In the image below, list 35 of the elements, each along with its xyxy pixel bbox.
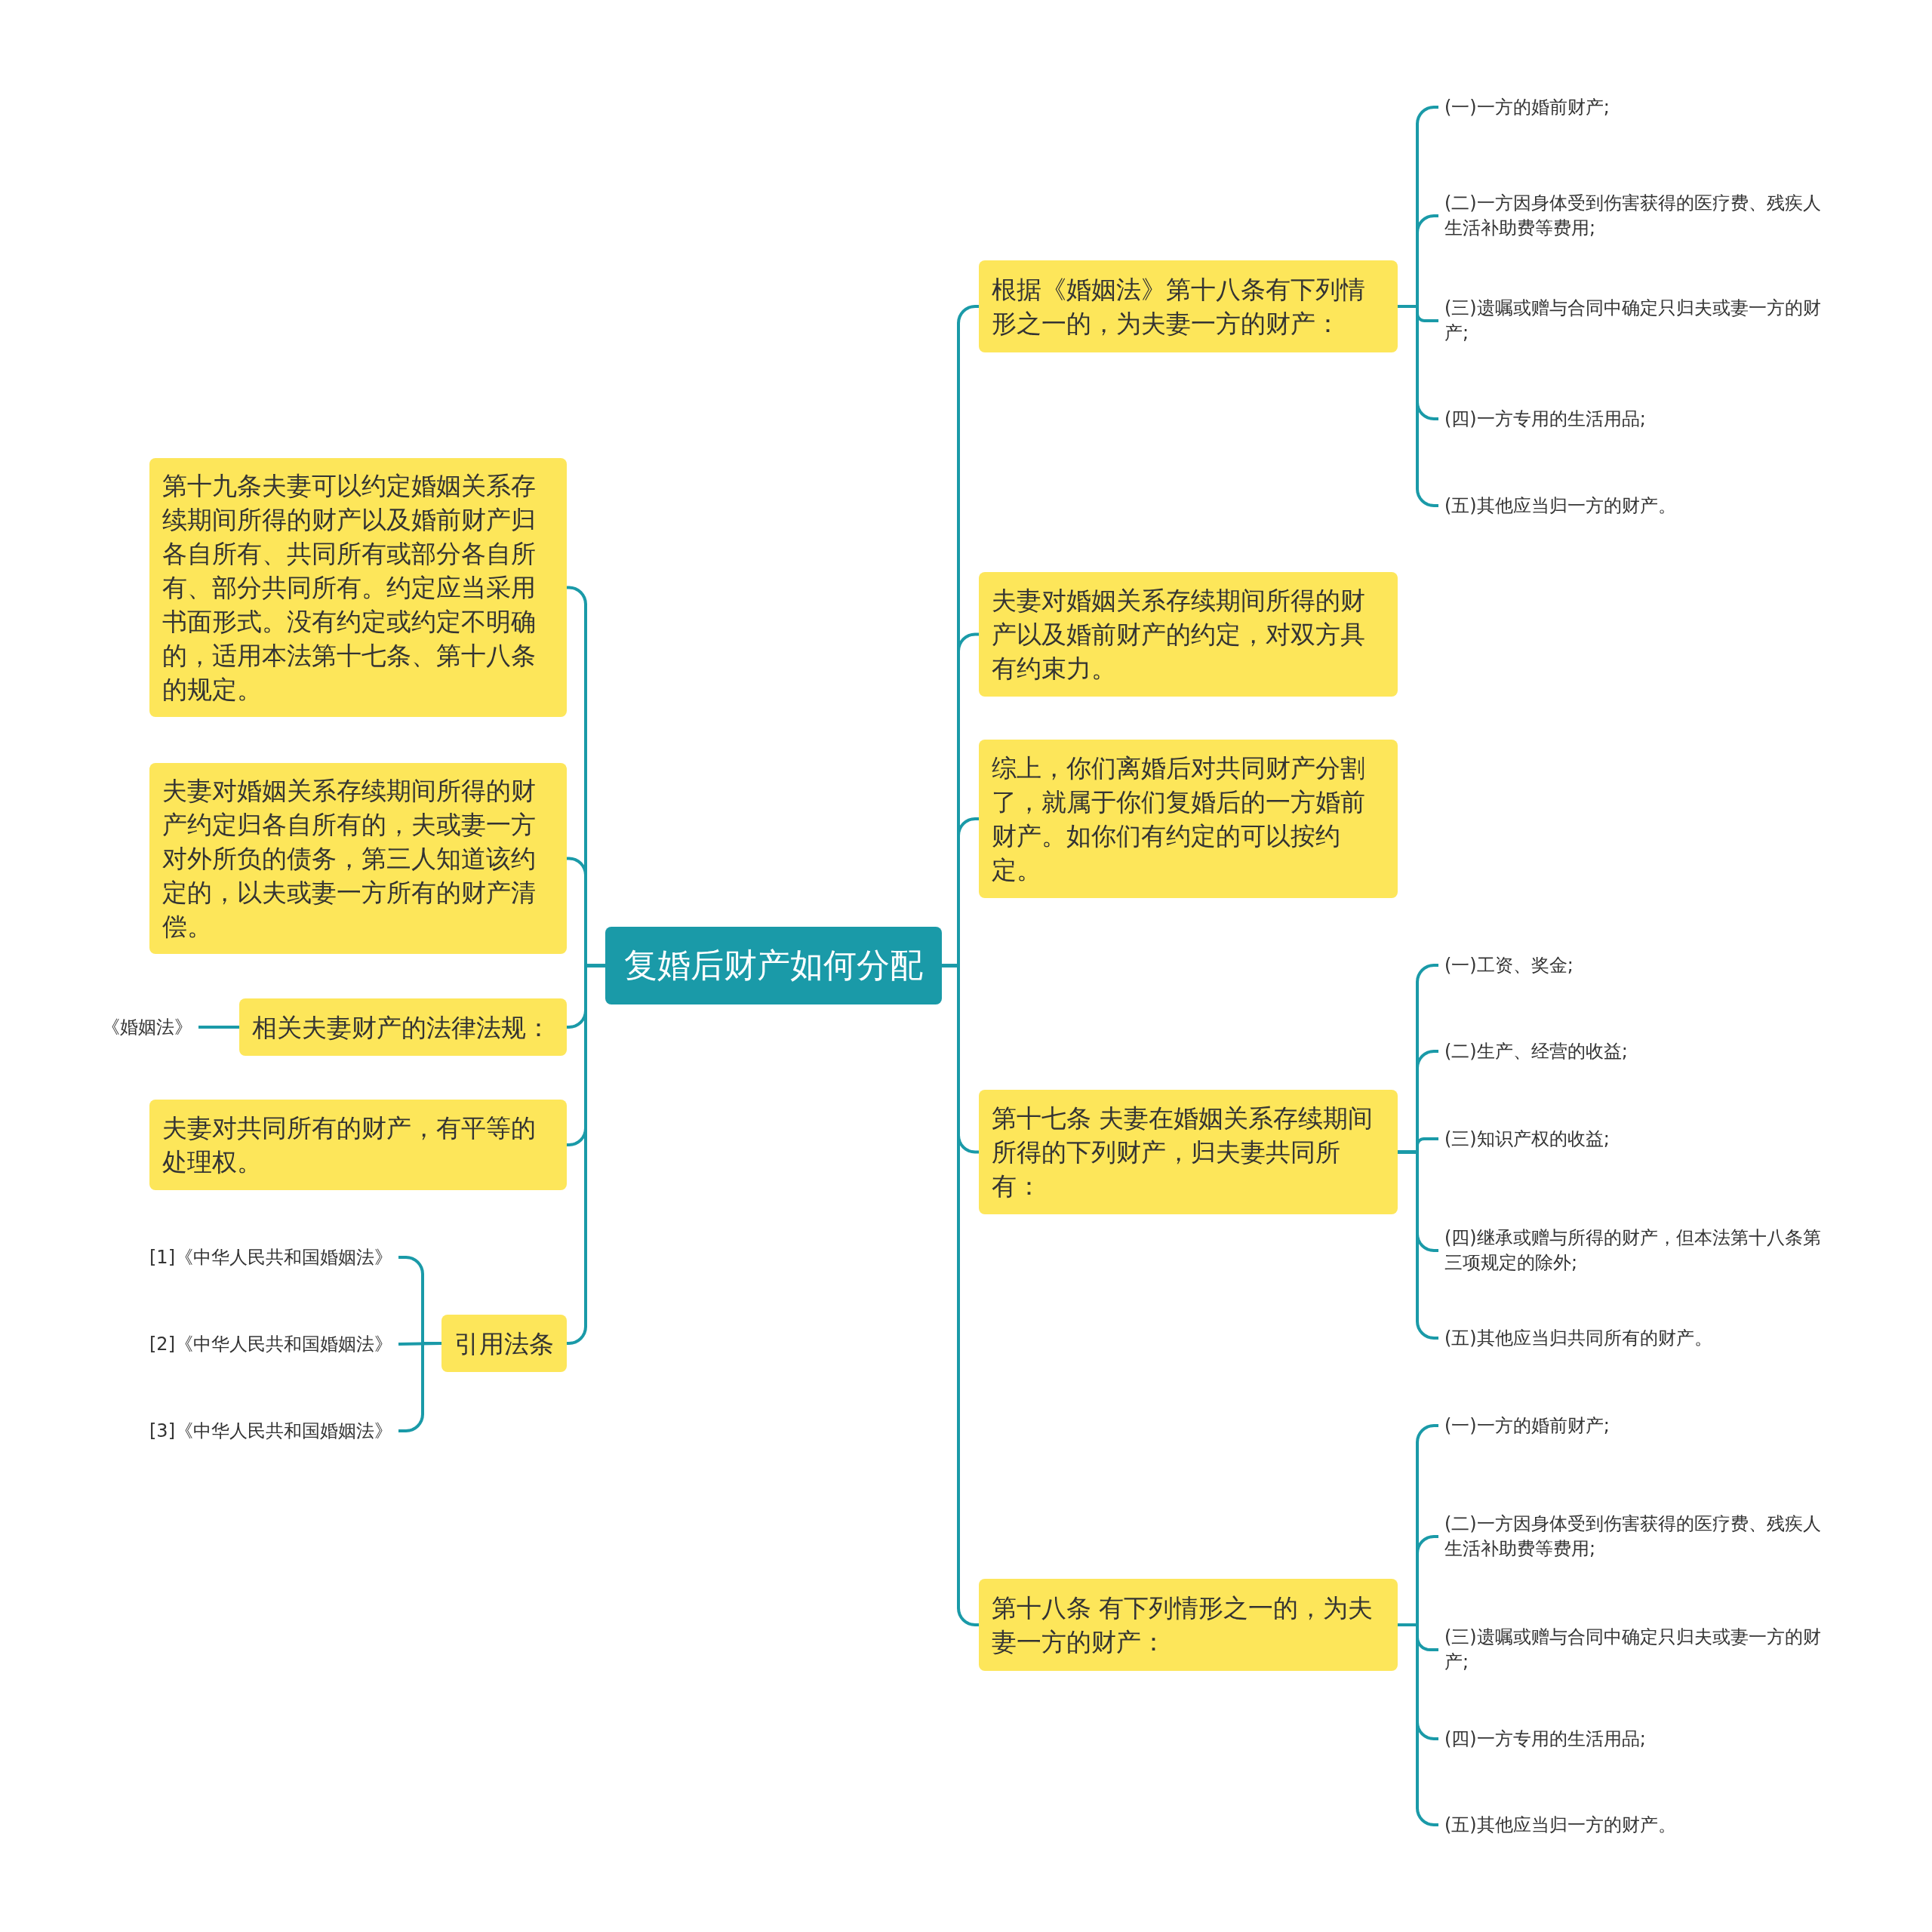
leaf-text: (五)其他应当归一方的财产。 <box>1444 1812 1837 1838</box>
leaf-text: (三)遗嘱或赠与合同中确定只归夫或妻一方的财产; <box>1444 296 1837 346</box>
leaf-text: [2]《中华人民共和国婚姻法》 <box>113 1331 392 1357</box>
connector-line <box>566 964 605 1345</box>
central-topic: 复婚后财产如何分配 <box>605 927 942 1004</box>
topic-box: 第十七条 夫妻在婚姻关系存续期间所得的下列财产，归夫妻共同所有： <box>979 1090 1398 1214</box>
topic-box: 相关夫妻财产的法律法规： <box>239 998 567 1056</box>
leaf-text: (二)一方因身体受到伤害获得的医疗费、残疾人生活补助费等费用; <box>1444 1512 1837 1561</box>
leaf-text: [1]《中华人民共和国婚姻法》 <box>113 1244 392 1270</box>
topic-box: 综上，你们离婚后对共同财产分割了，就属于你们复婚后的一方婚前财产。如你们有约定的可以按约定。 <box>979 740 1398 898</box>
leaf-text: (四)一方专用的生活用品; <box>1444 1726 1837 1752</box>
leaf-text: (一)一方的婚前财产; <box>1444 1413 1837 1438</box>
leaf-text: [3]《中华人民共和国婚姻法》 <box>113 1418 392 1444</box>
topic-box: 引用法条 <box>441 1315 567 1372</box>
leaf-text: (二)一方因身体受到伤害获得的医疗费、残疾人生活补助费等费用; <box>1444 191 1837 241</box>
topic-box: 第十九条夫妻可以约定婚姻关系存续期间所得的财产以及婚前财产归各自所有、共同所有或部分各自所有、部分共同所有。约定应当采用书面形式。没有约定或约定不明确的，适用本法第十七条、第十八条的规定。 <box>149 458 567 717</box>
leaf-text: (五)其他应当归共同所有的财产。 <box>1444 1325 1837 1351</box>
leaf-text: (二)生产、经营的收益; <box>1444 1038 1837 1064</box>
connector-line <box>942 964 980 1626</box>
leaf-text: (五)其他应当归一方的财产。 <box>1444 493 1837 518</box>
leaf-text: (四)一方专用的生活用品; <box>1444 406 1837 432</box>
connector-line <box>398 1342 441 1432</box>
leaf-text: (一)工资、奖金; <box>1444 952 1837 978</box>
leaf-text: (三)知识产权的收益; <box>1444 1126 1837 1152</box>
topic-box: 夫妻对婚姻关系存续期间所得的财产约定归各自所有的，夫或妻一方对外所负的债务，第三人知道该约定的，以夫或妻一方所有的财产清偿。 <box>149 763 567 954</box>
topic-box: 第十八条 有下列情形之一的，为夫妻一方的财产： <box>979 1579 1398 1671</box>
topic-box: 夫妻对婚姻关系存续期间所得的财产以及婚前财产的约定，对双方具有约束力。 <box>979 572 1398 697</box>
topic-box: 夫妻对共同所有的财产，有平等的处理权。 <box>149 1100 567 1190</box>
leaf-text: (三)遗嘱或赠与合同中确定只归夫或妻一方的财产; <box>1444 1625 1837 1675</box>
leaf-text: (四)继承或赠与所得的财产，但本法第十八条第三项规定的除外; <box>1444 1226 1837 1275</box>
connector-line <box>1398 1150 1438 1340</box>
topic-box: 根据《婚姻法》第十八条有下列情形之一的，为夫妻一方的财产： <box>979 260 1398 352</box>
leaf-text: (一)一方的婚前财产; <box>1444 94 1837 120</box>
connector-line <box>198 1026 239 1029</box>
leaf-text: 《婚姻法》 <box>91 1014 192 1040</box>
